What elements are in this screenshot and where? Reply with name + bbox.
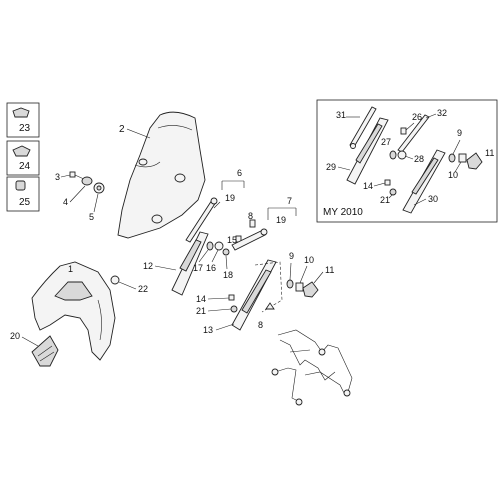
legend-item-23: 23: [6, 102, 40, 138]
label-5: 5: [89, 212, 94, 222]
label-8b: 8: [258, 320, 263, 330]
screw-part-14: [228, 294, 235, 301]
knob-part-11: [302, 281, 319, 298]
label-21b: 21: [380, 195, 390, 205]
label-16: 16: [206, 263, 216, 273]
spacer-part-10: [295, 282, 304, 292]
rod-part-6: [185, 197, 218, 243]
spacer-part-10-inset: [458, 153, 467, 163]
label-24: 24: [19, 161, 31, 172]
label-31: 31: [336, 110, 346, 120]
label-22: 22: [138, 284, 148, 294]
grille-part-20: [31, 335, 59, 367]
label-30: 30: [428, 194, 438, 204]
label-32: 32: [437, 108, 447, 118]
label-6: 6: [237, 168, 242, 178]
inset-caption: MY 2010: [323, 207, 363, 218]
label-17: 17: [193, 263, 203, 273]
label-2: 2: [119, 124, 125, 135]
label-9: 9: [289, 251, 294, 261]
label-20: 20: [10, 331, 20, 341]
label-21: 21: [196, 306, 206, 316]
label-9b: 9: [457, 128, 462, 138]
label-28: 28: [414, 154, 424, 164]
label-29: 29: [326, 162, 336, 172]
rod-part-7: [231, 228, 268, 251]
washer-part-17: [206, 241, 214, 251]
legend-item-24: 24: [6, 140, 40, 176]
label-4: 4: [63, 197, 68, 207]
label-19: 19: [225, 193, 235, 203]
screw-part-8-lower: [265, 302, 275, 310]
washer-part-27: [389, 150, 397, 160]
label-8: 8: [248, 211, 253, 221]
washer-part-9-inset: [448, 153, 456, 163]
label-14b: 14: [363, 181, 373, 191]
screw-part-8-upper: [249, 219, 256, 228]
washer-part-4: [81, 176, 93, 186]
screw-part-14-inset: [384, 179, 391, 186]
label-12: 12: [143, 261, 153, 271]
spacer-part-28: [397, 150, 407, 160]
label-19b: 19: [276, 215, 286, 225]
legend-item-25: 25: [6, 176, 40, 212]
label-25: 25: [19, 197, 31, 208]
plug-part-22: [110, 275, 120, 285]
label-10: 10: [304, 255, 314, 265]
washer-part-21: [230, 305, 238, 313]
label-23: 23: [19, 123, 31, 134]
label-3: 3: [55, 172, 60, 182]
nut-part-18: [222, 248, 230, 256]
screw-part-26: [400, 127, 407, 135]
washer-part-21-inset: [389, 188, 397, 196]
label-11: 11: [325, 265, 334, 275]
label-27: 27: [381, 137, 391, 147]
bracket-part-13: [231, 259, 277, 331]
bracket-part-12: [171, 231, 209, 296]
label-18: 18: [223, 270, 233, 280]
windscreen-part-2: [117, 111, 206, 239]
washer-part-9: [286, 279, 294, 289]
label-26: 26: [412, 112, 422, 122]
spacer-part-16: [214, 241, 224, 251]
label-15: 15: [227, 235, 237, 245]
front-fairing-part-1: [31, 261, 116, 361]
support-frame: [271, 329, 353, 406]
label-7: 7: [287, 196, 292, 206]
label-13: 13: [203, 325, 213, 335]
label-11b: 11: [485, 148, 494, 158]
knob-part-11-inset: [466, 152, 483, 170]
grommet-part-5: [93, 182, 105, 194]
label-1: 1: [68, 264, 73, 274]
label-14: 14: [196, 294, 206, 304]
label-10b: 10: [448, 170, 458, 180]
inset-my2010: MY 2010 31 29 32 30 26 27 28 9 10: [316, 99, 498, 223]
